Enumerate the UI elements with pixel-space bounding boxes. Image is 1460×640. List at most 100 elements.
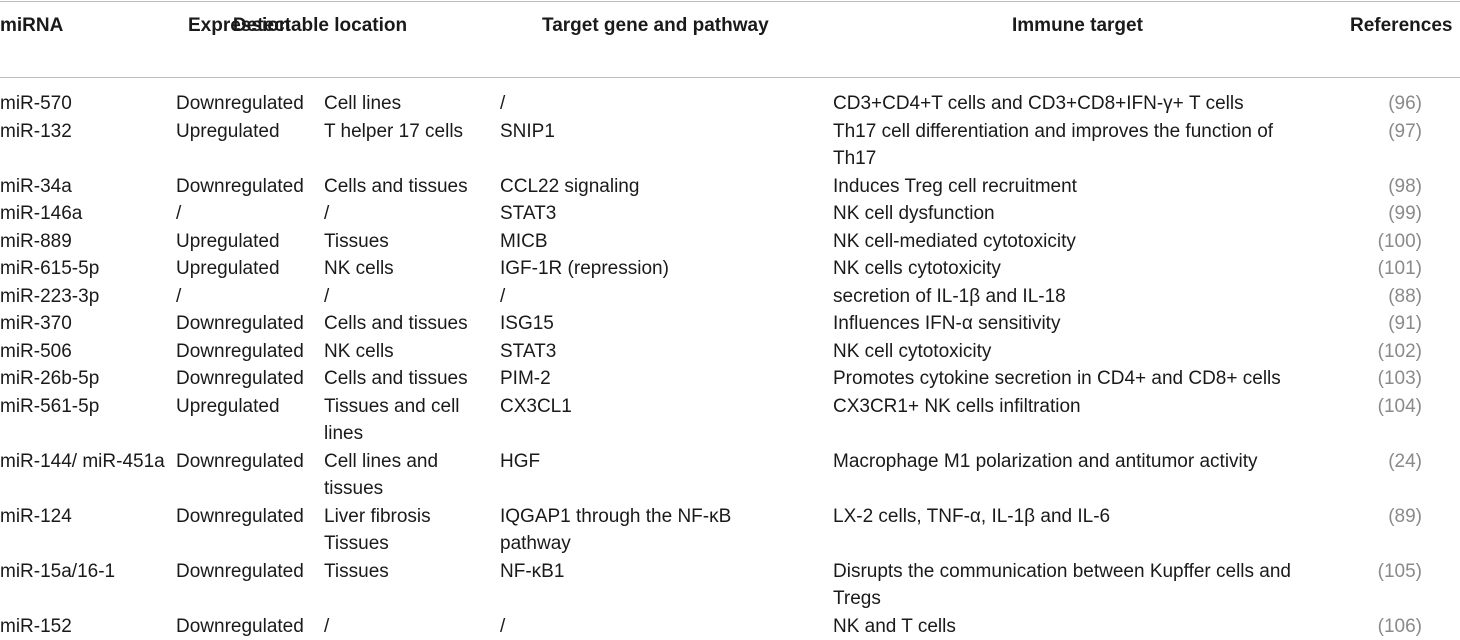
cell-reference: (106) bbox=[1360, 613, 1422, 640]
cell-target: / bbox=[500, 90, 800, 118]
cell-immune-target: Promotes cytokine secretion in CD4+ and … bbox=[833, 365, 1313, 393]
cell-expression: Upregulated bbox=[176, 118, 322, 146]
cell-target: HGF bbox=[500, 448, 800, 476]
cell-expression: Downregulated bbox=[176, 310, 322, 338]
cell-mirna: miR-370 bbox=[0, 310, 170, 338]
cell-immune-target: Th17 cell differentiation and improves t… bbox=[833, 118, 1313, 173]
cell-immune-target: NK cell-mediated cytotoxicity bbox=[833, 228, 1313, 256]
cell-location: Tissues bbox=[324, 228, 474, 256]
cell-location: NK cells bbox=[324, 255, 474, 283]
cell-expression: Downregulated bbox=[176, 503, 322, 531]
header-rule bbox=[0, 77, 1460, 78]
cell-reference: (102) bbox=[1360, 338, 1422, 366]
cell-immune-target: secretion of IL-1β and IL-18 bbox=[833, 283, 1313, 311]
cell-expression: Downregulated bbox=[176, 338, 322, 366]
cell-target: SNIP1 bbox=[500, 118, 800, 146]
cell-mirna: miR-15a/16-1 bbox=[0, 558, 170, 586]
cell-expression: Upregulated bbox=[176, 255, 322, 283]
cell-immune-target: CD3+CD4+T cells and CD3+CD8+IFN-γ+ T cel… bbox=[833, 90, 1313, 118]
cell-mirna: miR-146a bbox=[0, 200, 170, 228]
cell-mirna: miR-561-5p bbox=[0, 393, 170, 421]
cell-expression: Downregulated bbox=[176, 90, 322, 118]
cell-mirna: miR-124 bbox=[0, 503, 170, 531]
cell-mirna: miR-132 bbox=[0, 118, 170, 146]
cell-reference: (100) bbox=[1360, 228, 1422, 256]
cell-target: CCL22 signaling bbox=[500, 173, 800, 201]
cell-location: Cell lines bbox=[324, 90, 474, 118]
cell-reference: (91) bbox=[1360, 310, 1422, 338]
cell-expression: Downregulated bbox=[176, 365, 322, 393]
cell-target: STAT3 bbox=[500, 338, 800, 366]
cell-reference: (97) bbox=[1360, 118, 1422, 146]
cell-target: PIM-2 bbox=[500, 365, 800, 393]
cell-immune-target: CX3CR1+ NK cells infiltration bbox=[833, 393, 1313, 421]
cell-mirna: miR-152 bbox=[0, 613, 170, 640]
cell-expression: / bbox=[176, 283, 322, 311]
table-header: miRNA Expression Detectable location Tar… bbox=[0, 0, 1460, 77]
cell-mirna: miR-889 bbox=[0, 228, 170, 256]
header-references: References bbox=[1350, 13, 1452, 39]
cell-target: STAT3 bbox=[500, 200, 800, 228]
cell-location: Cells and tissues bbox=[324, 310, 474, 338]
cell-reference: (101) bbox=[1360, 255, 1422, 283]
header-immune-target: Immune target bbox=[1012, 13, 1143, 39]
cell-immune-target: Disrupts the communication between Kupff… bbox=[833, 558, 1313, 613]
cell-expression: Downregulated bbox=[176, 173, 322, 201]
cell-target: CX3CL1 bbox=[500, 393, 800, 421]
cell-reference: (89) bbox=[1360, 503, 1422, 531]
cell-location: NK cells bbox=[324, 338, 474, 366]
cell-target: IQGAP1 through the NF-κB pathway bbox=[500, 503, 800, 558]
cell-reference: (88) bbox=[1360, 283, 1422, 311]
header-mirna: miRNA bbox=[0, 13, 63, 39]
cell-mirna: miR-615-5p bbox=[0, 255, 170, 283]
header-target: Target gene and pathway bbox=[542, 13, 769, 39]
cell-location: / bbox=[324, 613, 474, 640]
cell-immune-target: Macrophage M1 polarization and antitumor… bbox=[833, 448, 1313, 476]
cell-expression: Downregulated bbox=[176, 613, 322, 640]
cell-immune-target: NK and T cells bbox=[833, 613, 1313, 640]
cell-target: ISG15 bbox=[500, 310, 800, 338]
cell-reference: (96) bbox=[1360, 90, 1422, 118]
cell-location: Cell lines and tissues bbox=[324, 448, 474, 503]
cell-mirna: miR-26b-5p bbox=[0, 365, 170, 393]
cell-immune-target: Influences IFN-α sensitivity bbox=[833, 310, 1313, 338]
cell-immune-target: LX-2 cells, TNF-α, IL-1β and IL-6 bbox=[833, 503, 1313, 531]
cell-immune-target: Induces Treg cell recruitment bbox=[833, 173, 1313, 201]
table-row: miR-223-3p///secretion of IL-1β and IL-1… bbox=[0, 283, 1460, 311]
cell-immune-target: NK cells cytotoxicity bbox=[833, 255, 1313, 283]
cell-expression: Upregulated bbox=[176, 393, 322, 421]
cell-mirna: miR-506 bbox=[0, 338, 170, 366]
cell-reference: (24) bbox=[1360, 448, 1422, 476]
cell-location: / bbox=[324, 283, 474, 311]
cell-mirna: miR-223-3p bbox=[0, 283, 170, 311]
cell-reference: (99) bbox=[1360, 200, 1422, 228]
cell-expression: Downregulated bbox=[176, 558, 322, 586]
cell-expression: / bbox=[176, 200, 322, 228]
header-location: Detectable location bbox=[206, 13, 434, 39]
cell-location: T helper 17 cells bbox=[324, 118, 474, 146]
cell-expression: Upregulated bbox=[176, 228, 322, 256]
cell-reference: (105) bbox=[1360, 558, 1422, 586]
cell-target: / bbox=[500, 613, 800, 640]
cell-mirna: miR-34a bbox=[0, 173, 170, 201]
cell-mirna: miR-144/ miR-451a bbox=[0, 448, 170, 476]
cell-target: NF-κB1 bbox=[500, 558, 800, 586]
cell-reference: (104) bbox=[1360, 393, 1422, 421]
cell-location: Tissues bbox=[324, 558, 474, 586]
cell-immune-target: NK cell dysfunction bbox=[833, 200, 1313, 228]
cell-reference: (103) bbox=[1360, 365, 1422, 393]
cell-reference: (98) bbox=[1360, 173, 1422, 201]
cell-mirna: miR-570 bbox=[0, 90, 170, 118]
